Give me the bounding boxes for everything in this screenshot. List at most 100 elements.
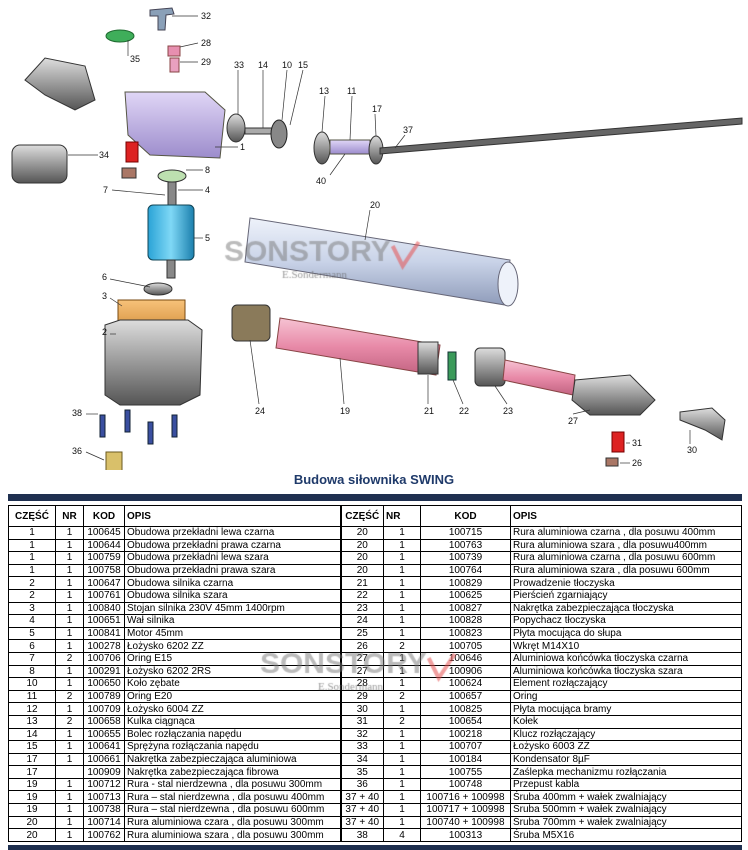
callout: 11	[347, 86, 356, 96]
cell-nr: 1	[55, 538, 84, 553]
cell-opis-2: Element rozłączający	[510, 677, 742, 691]
cell-kod-2: 100828	[420, 614, 511, 628]
cell-czesc-2: 34	[339, 752, 384, 767]
cell-opis-2: Oring	[510, 689, 742, 704]
cell-czesc-2: 31	[339, 714, 384, 729]
cell-czesc: 1	[8, 551, 56, 565]
cell-kod: 100762	[83, 828, 125, 842]
part-24-pusher	[231, 304, 271, 342]
cell-czesc: 1	[8, 526, 56, 540]
cell-opis-2: Prowadzenie tłoczyska	[510, 576, 742, 590]
cell-nr-2: 1	[383, 576, 421, 590]
cell-czesc-2: 30	[339, 702, 384, 716]
exploded-diagram: 32 35 28 29 33 14 10 15 13 11 17 37 34 1…	[11, 7, 743, 470]
cell-opis: Oring E15	[124, 651, 341, 666]
cell-opis-2: Aluminiowa końcówka tłoczyska czarna	[510, 651, 742, 666]
cell-kod-2: 100764	[420, 563, 511, 578]
cell-nr-2: 1	[383, 664, 421, 679]
callout: 22	[459, 406, 469, 416]
cell-czesc-2: 20	[339, 538, 384, 553]
cell-nr: 1	[55, 828, 84, 842]
cell-nr-2: 1	[383, 765, 421, 779]
callout: 31	[632, 438, 642, 448]
cell-opis: Obudowa przekładni prawa czarna	[124, 538, 341, 553]
cell-opis-2: Łożysko 6003 ZZ	[510, 740, 742, 754]
part-21-guide	[417, 341, 439, 375]
part-5-motor	[147, 204, 195, 261]
cell-czesc: 19	[8, 790, 56, 805]
cell-opis: Rura aluminiowa szara , dla posuwu 300mm	[124, 828, 341, 842]
cell-opis: Oring E20	[124, 689, 341, 704]
cell-kod-2: 100625	[420, 588, 511, 603]
cell-kod: 100655	[83, 727, 125, 742]
callout: 30	[687, 445, 697, 455]
cell-kod-2: 100646	[420, 651, 511, 666]
part-32-key	[149, 7, 175, 31]
cell-kod-2: 100740 + 100998	[420, 815, 511, 830]
cell-kod: 100641	[83, 740, 125, 754]
cell-czesc: 11	[8, 689, 56, 704]
cell-nr-2: 1	[383, 626, 421, 641]
cell-nr: 1	[55, 526, 84, 540]
callout: 21	[424, 406, 434, 416]
cell-opis-2: Kondensator 8µF	[510, 752, 742, 767]
cell-czesc: 6	[8, 639, 56, 653]
cell-opis: Obudowa silnika szara	[124, 588, 341, 603]
part-38-screws	[99, 409, 178, 445]
cell-nr: 1	[55, 752, 84, 767]
cell-czesc-2: 27	[339, 651, 384, 666]
cell-nr: 1	[55, 815, 84, 830]
cell-nr-2: 1	[383, 702, 421, 716]
cell-kod-2: 100184	[420, 752, 511, 767]
cell-czesc: 17	[8, 752, 56, 767]
cell-kod-2: 100218	[420, 727, 511, 742]
cell-opis-2: Kołek	[510, 714, 742, 729]
cell-czesc-2: 37 + 40	[339, 815, 384, 830]
cell-opis-2: Śruba M5X16	[510, 828, 742, 842]
cell-nr-2: 4	[383, 828, 421, 842]
part-26-screw	[605, 457, 619, 467]
cell-czesc-2: 38	[339, 828, 384, 842]
cell-nr: 1	[55, 677, 84, 691]
cell-nr-2: 1	[383, 614, 421, 628]
cell-kod-2: 100707	[420, 740, 511, 754]
cell-opis: Łożysko 6202 ZZ	[124, 639, 341, 653]
part-12-bearing	[313, 131, 331, 165]
callout: 15	[298, 60, 308, 70]
cell-opis: Kulka ciągnąca	[124, 714, 341, 729]
part-20-tube	[244, 217, 511, 306]
cell-nr: 1	[55, 777, 84, 792]
cell-nr: 2	[55, 714, 84, 729]
cell-czesc-2: 25	[339, 626, 384, 641]
callout: 33	[234, 60, 244, 70]
cell-czesc-2: 24	[339, 614, 384, 628]
cell-nr-2: 1	[383, 551, 421, 565]
cell-nr-2: 1	[383, 790, 421, 805]
callout: 34	[99, 150, 109, 160]
cell-kod-2: 100715	[420, 526, 511, 540]
cell-opis: Obudowa przekładni prawa szara	[124, 563, 341, 578]
cell-czesc-2: 29	[339, 689, 384, 704]
cell-nr-2: 1	[383, 588, 421, 603]
cell-kod-2: 100716 + 100998	[420, 790, 511, 805]
cell-kod-2: 100313	[420, 828, 511, 842]
part-1-gearbox	[124, 91, 226, 159]
part-20-tube-end	[497, 261, 519, 307]
cell-kod-2: 100823	[420, 626, 511, 641]
part-2-motor-housing	[104, 319, 203, 406]
cell-opis-2: Zaślepka mechanizmu rozłączania	[510, 765, 742, 779]
callout: 26	[632, 458, 642, 468]
cell-kod-2: 100748	[420, 777, 511, 792]
col-kod: KOD	[83, 505, 125, 527]
cell-nr-2: 1	[383, 740, 421, 754]
leader-lines	[68, 15, 691, 464]
callout: 14	[258, 60, 268, 70]
part-28-element	[167, 45, 181, 57]
cell-czesc-2: 37 + 40	[339, 803, 384, 817]
